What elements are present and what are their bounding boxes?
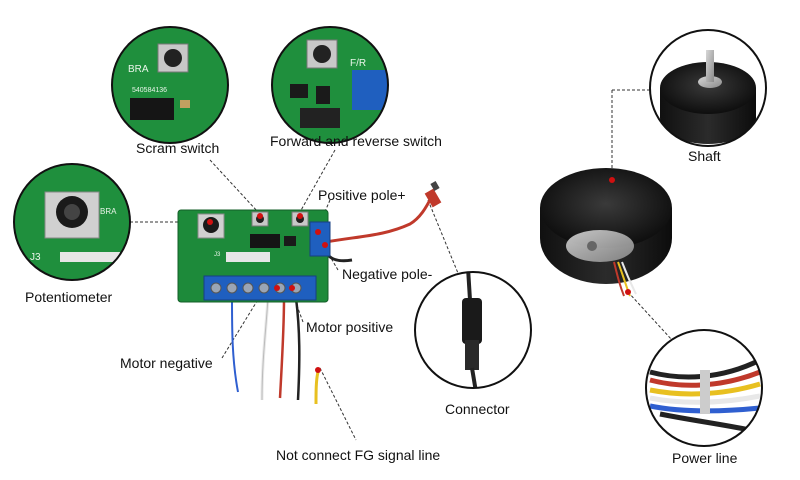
silk-chip-marking: 540584136 [132,87,167,94]
silk-bra-1: BRA [128,64,149,75]
zoom-power-line [645,329,763,447]
marker-motor-positive [289,285,295,291]
zoom-forward-reverse-switch: F/R [271,26,389,144]
label-forward-reverse-switch: Forward and reverse switch [270,133,442,149]
label-negative-pole: Negative pole- [342,266,433,282]
zoom-shaft [649,29,767,147]
marker-motor-negative [274,285,280,291]
silk-j3-2: J3 [214,252,221,258]
marker-negative [322,242,328,248]
zoom-potentiometer: J3 BRA [13,163,131,281]
marker-scram [257,213,263,219]
leader-forward-reverse [299,149,336,213]
zoom-scram-switch: BRA 540584136 [111,26,229,144]
silk-j3-1: J3 [30,252,41,263]
svg-text:F/R: F/R [350,58,366,69]
marker-positive [315,229,321,235]
label-scram-switch: Scram switch [136,140,220,156]
leader-connector [427,199,461,279]
label-fg-signal-line: Not connect FG signal line [276,447,441,463]
label-positive-pole: Positive pole+ [318,187,406,203]
motor-main [540,168,672,297]
leader-power-line [627,291,673,341]
label-connector: Connector [445,401,510,417]
marker-forward-reverse [297,213,303,219]
label-motor-positive: Motor positive [306,319,394,335]
silk-bra-2: BRA [100,207,117,216]
pcb-board: J3 [177,181,442,405]
leader-motor-negative [221,292,263,359]
marker-potentiometer [207,219,213,225]
marker-fg [315,367,321,373]
leader-fg-signal [319,367,357,441]
label-motor-negative: Motor negative [120,355,213,371]
label-shaft: Shaft [688,148,721,164]
leader-scram [209,159,259,213]
label-potentiometer: Potentiometer [25,289,113,305]
zoom-connector [414,271,532,389]
label-power-line: Power line [672,450,738,466]
